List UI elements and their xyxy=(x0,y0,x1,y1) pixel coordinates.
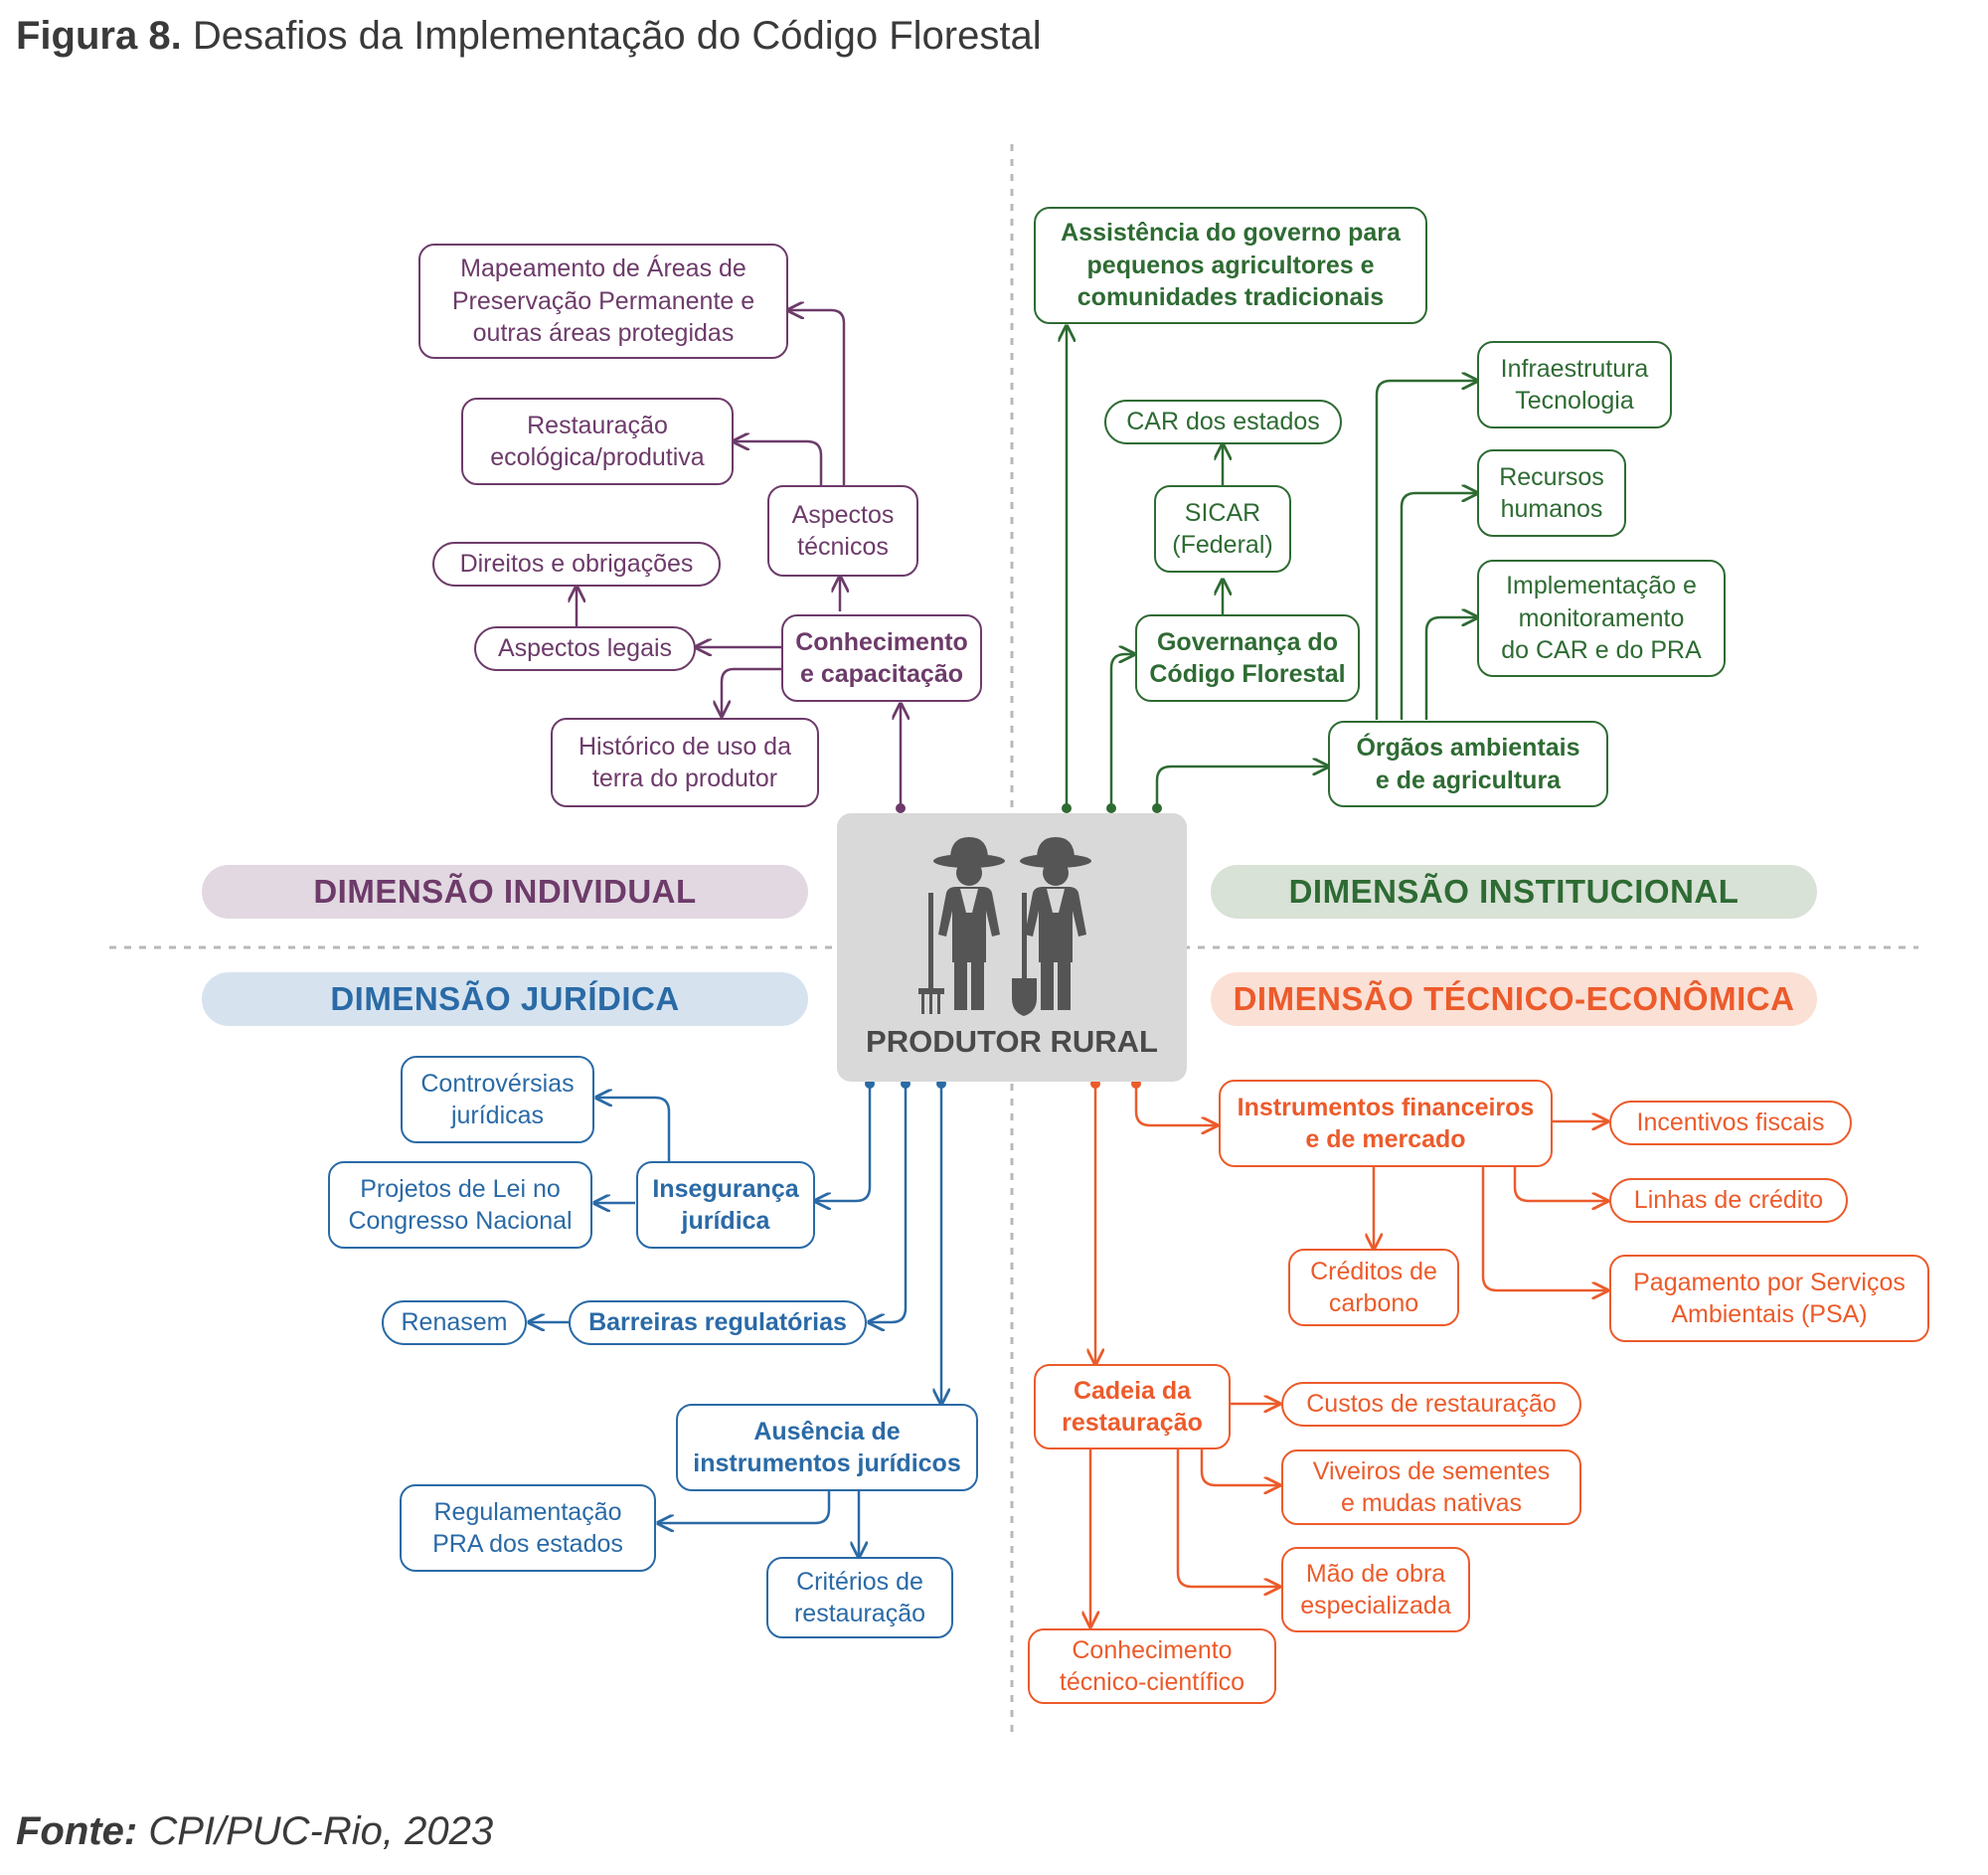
dimension-juridica-label: DIMENSÃO JURÍDICA xyxy=(202,972,808,1026)
node-mao-obra: Mão de obra especializada xyxy=(1281,1547,1470,1632)
node-aspectos-legais: Aspectos legais xyxy=(474,626,696,671)
node-aspectos-tecnicos: Aspectos técnicos xyxy=(767,485,918,577)
node-implementacao: Implementação e monitoramento do CAR e d… xyxy=(1477,560,1726,677)
source-label: Fonte: xyxy=(16,1809,138,1853)
node-ausencia: Ausência de instrumentos jurídicos xyxy=(676,1404,978,1491)
node-psa: Pagamento por Serviços Ambientais (PSA) xyxy=(1609,1255,1929,1342)
institucional-connectors xyxy=(1062,326,1477,813)
node-governanca: Governança do Código Florestal xyxy=(1135,614,1360,702)
figure-title-text: Desafios da Implementação do Código Flor… xyxy=(192,14,1042,58)
node-custos: Custos de restauração xyxy=(1281,1382,1581,1427)
node-car-estados: CAR dos estados xyxy=(1104,400,1342,444)
node-criterios: Critérios de restauração xyxy=(766,1557,953,1638)
node-incentivos: Incentivos fiscais xyxy=(1609,1101,1852,1145)
node-inseguranca: Insegurança jurídica xyxy=(636,1161,815,1249)
center-box: PRODUTOR RURAL xyxy=(837,813,1187,1082)
farmers-icon xyxy=(918,837,1091,1016)
node-projetos: Projetos de Lei no Congresso Nacional xyxy=(328,1161,592,1249)
node-restauracao: Restauração ecológica/produtiva xyxy=(461,398,734,485)
dimension-tecnico-label: DIMENSÃO TÉCNICO-ECONÔMICA xyxy=(1211,972,1817,1026)
node-mapeamento: Mapeamento de Áreas de Preservação Perma… xyxy=(418,244,788,359)
center-label: PRODUTOR RURAL xyxy=(866,1024,1158,1059)
node-linhas: Linhas de crédito xyxy=(1609,1178,1848,1223)
node-conhecimento: Conhecimento e capacitação xyxy=(781,614,982,702)
node-assistencia: Assistência do governo para pequenos agr… xyxy=(1034,207,1427,324)
node-orgaos: Órgãos ambientais e de agricultura xyxy=(1328,721,1608,807)
node-conhecimento-tc: Conhecimento técnico-científico xyxy=(1028,1628,1276,1704)
dimension-individual-label: DIMENSÃO INDIVIDUAL xyxy=(202,865,808,919)
node-viveiros: Viveiros de sementes e mudas nativas xyxy=(1281,1449,1581,1525)
node-cadeia: Cadeia da restauração xyxy=(1034,1364,1231,1449)
node-creditos: Créditos de carbono xyxy=(1288,1249,1459,1326)
individual-connectors xyxy=(577,310,906,813)
node-controversias: Controvérsias jurídicas xyxy=(401,1056,594,1143)
node-barreiras: Barreiras regulatórias xyxy=(569,1300,867,1345)
node-direitos: Direitos e obrigações xyxy=(432,542,721,587)
source-line: Fonte: CPI/PUC-Rio, 2023 xyxy=(16,1809,493,1854)
node-sicar: SICAR (Federal) xyxy=(1154,485,1291,573)
dimension-institucional-label: DIMENSÃO INSTITUCIONAL xyxy=(1211,865,1817,919)
juridica-connectors xyxy=(529,1079,946,1557)
node-historico: Histórico de uso da terra do produtor xyxy=(551,718,819,807)
tecnico-connectors xyxy=(1090,1079,1607,1626)
node-renasem: Renasem xyxy=(382,1300,527,1345)
source-text: CPI/PUC-Rio, 2023 xyxy=(148,1809,494,1853)
node-regulamentacao: Regulamentação PRA dos estados xyxy=(400,1484,656,1572)
node-infraestrutura: Infraestrutura Tecnologia xyxy=(1477,341,1672,428)
figure-label: Figura 8. xyxy=(16,14,182,58)
figure-title: Figura 8. Desafios da Implementação do C… xyxy=(16,14,1042,59)
node-recursos: Recursos humanos xyxy=(1477,449,1626,537)
node-instrumentos: Instrumentos financeiros e de mercado xyxy=(1219,1080,1553,1167)
